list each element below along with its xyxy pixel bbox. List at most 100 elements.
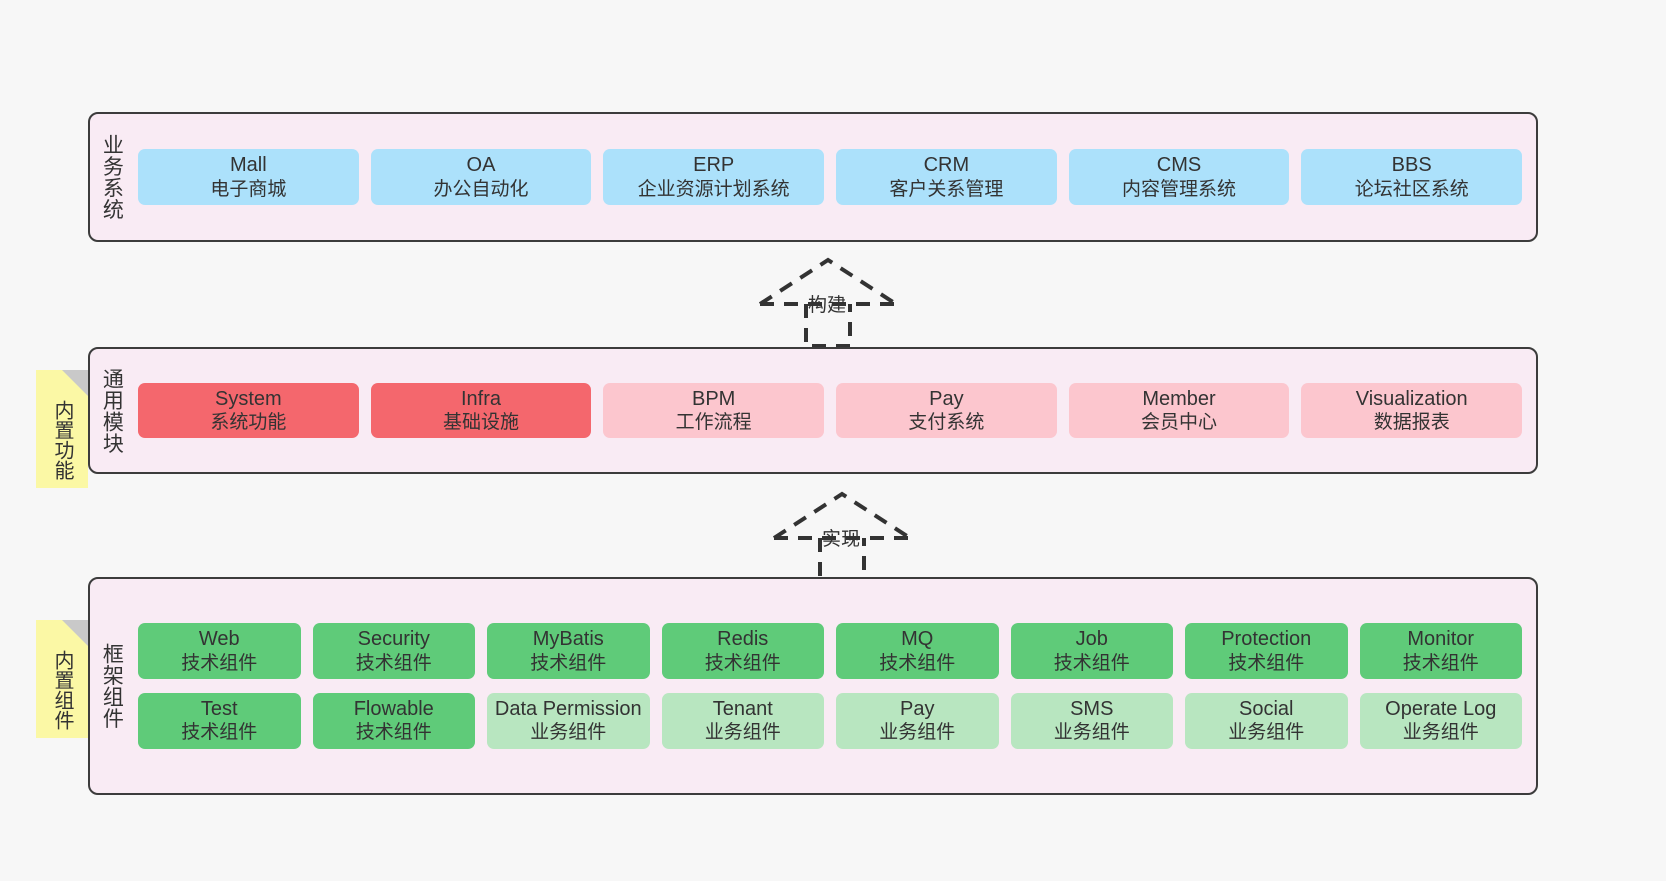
- card-title-en: Member: [1142, 387, 1216, 410]
- card-title-en: BPM: [692, 387, 736, 410]
- card-title-cn: 业务组件: [530, 722, 607, 744]
- card-title-en: Data Permission: [494, 698, 642, 720]
- card-title-cn: 企业资源计划系统: [637, 178, 790, 200]
- card-cms[interactable]: CMS 内容管理系统: [1068, 149, 1290, 205]
- card-title-cn: 技术组件: [704, 652, 781, 674]
- connector-build-arrow-icon: [758, 257, 898, 348]
- card-title-en: Web: [198, 628, 240, 651]
- card-monitor[interactable]: Monitor 技术组件: [1359, 623, 1522, 679]
- note-builtin-function: 内置功能: [36, 370, 88, 488]
- layer-common-module: 通用模块 System 系统功能 Infra 基础设施 BPM 工作流程 Pay…: [88, 347, 1538, 474]
- card-title-cn: 技术组件: [181, 652, 258, 674]
- card-row: Mall 电子商城 OA 办公自动化 ERP 企业资源计划系统 CRM 客户关系…: [138, 149, 1523, 205]
- card-member[interactable]: Member 会员中心: [1068, 382, 1290, 439]
- card-protection[interactable]: Protection 技术组件: [1185, 623, 1348, 679]
- card-mall[interactable]: Mall 电子商城: [138, 149, 359, 205]
- card-title-en: Pay: [929, 387, 964, 410]
- card-title-en: Operate Log: [1385, 698, 1497, 720]
- card-data-permission[interactable]: Data Permission 业务组件: [487, 693, 650, 749]
- card-title-cn: 业务组件: [1402, 722, 1479, 744]
- card-row: Test 技术组件 Flowable 技术组件 Data Permission …: [138, 693, 1522, 749]
- card-title-cn: 技术组件: [879, 652, 956, 674]
- layer-business-system: 业务系统 Mall 电子商城 OA 办公自动化 ERP 企业资源计划系统 CRM…: [88, 112, 1538, 242]
- card-mybatis[interactable]: MyBatis 技术组件: [487, 623, 650, 679]
- card-infra[interactable]: Infra 基础设施: [370, 382, 592, 439]
- card-flowable[interactable]: Flowable 技术组件: [312, 693, 475, 749]
- card-title-en: MyBatis: [532, 628, 604, 651]
- card-bbs[interactable]: BBS 论坛社区系统: [1301, 149, 1523, 205]
- connector-build: 构建: [752, 252, 912, 348]
- card-title-en: Test: [200, 698, 238, 720]
- note-fold-corner-icon: [62, 370, 88, 396]
- connector-implement-arrow-icon: [772, 491, 912, 582]
- card-title-cn: 技术组件: [1228, 652, 1305, 674]
- card-title-en: Monitor: [1407, 628, 1475, 651]
- card-social[interactable]: Social 业务组件: [1185, 693, 1348, 749]
- card-test[interactable]: Test 技术组件: [138, 693, 301, 749]
- card-web[interactable]: Web 技术组件: [138, 623, 301, 679]
- card-row: Web 技术组件 Security 技术组件 MyBatis 技术组件 Redi…: [138, 623, 1522, 679]
- card-title-cn: 技术组件: [355, 652, 432, 674]
- card-title-cn: 办公自动化: [433, 178, 529, 200]
- card-title-cn: 电子商城: [210, 178, 287, 200]
- card-title-en: MQ: [901, 628, 934, 651]
- layer-business-system-body: Mall 电子商城 OA 办公自动化 ERP 企业资源计划系统 CRM 客户关系…: [132, 114, 1536, 240]
- layer-framework-component: 框架组件 Web 技术组件 Security 技术组件 MyBatis 技术组件…: [88, 577, 1538, 795]
- card-sms[interactable]: SMS 业务组件: [1010, 693, 1173, 749]
- card-title-cn: 内容管理系统: [1122, 178, 1237, 200]
- card-security[interactable]: Security 技术组件: [312, 623, 475, 679]
- card-title-cn: 工作流程: [675, 412, 752, 434]
- card-title-cn: 会员中心: [1141, 412, 1218, 434]
- card-erp[interactable]: ERP 企业资源计划系统: [603, 149, 825, 205]
- note-builtin-component-label: 内置组件: [51, 650, 73, 730]
- note-fold-corner-icon: [62, 620, 88, 646]
- card-title-cn: 业务组件: [879, 722, 956, 744]
- card-title-en: SMS: [1070, 698, 1114, 720]
- card-bpm[interactable]: BPM 工作流程: [603, 382, 825, 439]
- connector-build-label: 构建: [808, 295, 847, 316]
- card-pay-business[interactable]: Pay 业务组件: [836, 693, 999, 749]
- card-title-cn: 客户关系管理: [889, 178, 1004, 200]
- card-title-cn: 技术组件: [1053, 652, 1130, 674]
- card-title-en: Job: [1075, 628, 1108, 651]
- card-tenant[interactable]: Tenant 业务组件: [661, 693, 824, 749]
- layer-business-system-title: 业务系统: [100, 134, 124, 220]
- layer-framework-component-title: 框架组件: [100, 643, 124, 729]
- card-row: System 系统功能 Infra 基础设施 BPM 工作流程 Pay 支付系统…: [138, 382, 1523, 439]
- card-title-cn: 技术组件: [1402, 652, 1479, 674]
- card-pay[interactable]: Pay 支付系统: [836, 382, 1057, 439]
- layer-common-module-title: 通用模块: [100, 367, 124, 454]
- card-crm[interactable]: CRM 客户关系管理: [836, 149, 1057, 205]
- card-title-cn: 技术组件: [181, 722, 258, 744]
- layer-common-module-body: System 系统功能 Infra 基础设施 BPM 工作流程 Pay 支付系统…: [132, 349, 1536, 472]
- card-job[interactable]: Job 技术组件: [1010, 623, 1173, 679]
- layer-framework-component-body: Web 技术组件 Security 技术组件 MyBatis 技术组件 Redi…: [132, 579, 1536, 793]
- card-mq[interactable]: MQ 技术组件: [836, 623, 999, 679]
- card-title-cn: 业务组件: [1228, 722, 1305, 744]
- connector-implement-label: 实现: [822, 529, 861, 550]
- card-title-en: Flowable: [353, 698, 434, 720]
- card-title-cn: 业务组件: [1053, 722, 1130, 744]
- card-title-en: CRM: [923, 154, 970, 177]
- card-title-cn: 支付系统: [908, 412, 985, 434]
- card-title-en: OA: [466, 154, 496, 177]
- card-title-cn: 系统功能: [210, 412, 287, 434]
- card-title-en: Infra: [460, 387, 502, 410]
- card-title-en: CMS: [1156, 154, 1202, 177]
- card-title-cn: 数据报表: [1373, 412, 1450, 434]
- card-system[interactable]: System 系统功能: [138, 382, 359, 439]
- note-builtin-component: 内置组件: [36, 620, 88, 738]
- note-builtin-function-label: 内置功能: [51, 400, 73, 480]
- card-title-cn: 业务组件: [704, 722, 781, 744]
- card-title-en: Security: [357, 628, 430, 651]
- card-redis[interactable]: Redis 技术组件: [661, 623, 824, 679]
- card-title-en: Protection: [1221, 628, 1312, 651]
- card-title-en: Visualization: [1355, 387, 1468, 410]
- card-title-en: Social: [1239, 698, 1294, 720]
- card-title-cn: 基础设施: [443, 412, 520, 434]
- card-operate-log[interactable]: Operate Log 业务组件: [1359, 693, 1522, 749]
- card-title-cn: 论坛社区系统: [1354, 178, 1469, 200]
- card-oa[interactable]: OA 办公自动化: [370, 149, 592, 205]
- card-visualization[interactable]: Visualization 数据报表: [1301, 382, 1523, 439]
